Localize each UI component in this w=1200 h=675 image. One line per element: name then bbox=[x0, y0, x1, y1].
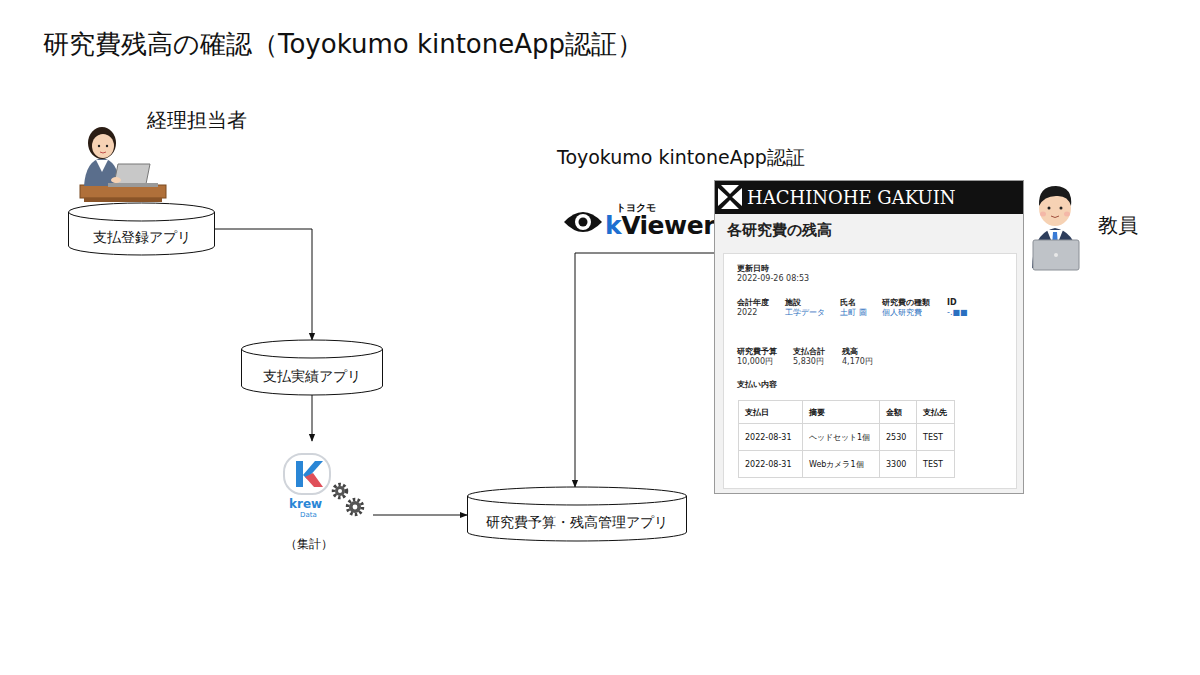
flow-arrow bbox=[373, 515, 467, 516]
field-name: 会計年度 bbox=[737, 298, 769, 308]
text-holder: 支払実績アプリ bbox=[241, 358, 383, 395]
school-name: HACHINOHE GAKUIN bbox=[747, 187, 956, 208]
logo-text: krew bbox=[289, 497, 322, 511]
table-header: 支払日 bbox=[738, 400, 803, 424]
school-logo bbox=[715, 181, 745, 214]
diagram-title: 研究費残高の確認（Toyokumo kintoneApp認証） bbox=[43, 27, 643, 62]
logo-text: Data bbox=[300, 511, 317, 519]
section-label: Toyokumo kintoneApp認証 bbox=[557, 146, 805, 169]
tool-caption: （集計） bbox=[285, 536, 333, 553]
field-name: 研究費予算 bbox=[737, 347, 777, 357]
app-name: 支払登録アプリ bbox=[93, 229, 191, 247]
field-name: 更新日時 bbox=[737, 264, 769, 274]
person-label: 経理担当者 bbox=[147, 108, 247, 132]
hair bbox=[88, 127, 116, 159]
table-header: 摘要 bbox=[802, 400, 880, 424]
laptop-base bbox=[108, 183, 158, 187]
field-name: 氏名 bbox=[840, 298, 856, 308]
field-value: -.■■ bbox=[947, 308, 968, 318]
field-name: 施設 bbox=[785, 298, 801, 308]
field-value: 4,170円 bbox=[842, 357, 873, 367]
table-cell: 3300 bbox=[879, 450, 917, 478]
hair bbox=[1039, 186, 1071, 206]
desk-edge bbox=[84, 198, 162, 202]
field-name: ID bbox=[947, 298, 957, 308]
table-cell: TEST bbox=[916, 423, 955, 451]
app-database: 支払登録アプリ bbox=[68, 203, 215, 255]
app-database: 研究費予算・残高管理アプリ bbox=[467, 487, 687, 541]
field-value: 5,830円 bbox=[793, 357, 824, 367]
table-header: 金額 bbox=[879, 400, 917, 424]
page-heading: 各研究費の残高 bbox=[727, 221, 832, 240]
field-name: 残高 bbox=[842, 347, 858, 357]
fringe bbox=[91, 133, 115, 140]
app-name: 支払実績アプリ bbox=[263, 368, 361, 386]
field-value: 土町 圖 bbox=[840, 308, 867, 318]
flow-arrow bbox=[312, 395, 313, 441]
table-cell: TEST bbox=[916, 450, 955, 478]
text-holder: 研究費予算・残高管理アプリ bbox=[467, 505, 687, 541]
field-name: 研究費の種類 bbox=[882, 298, 930, 308]
field-name: 支払合計 bbox=[793, 347, 825, 357]
field-value: 10,000円 bbox=[737, 357, 773, 367]
app-name: 研究費予算・残高管理アプリ bbox=[486, 514, 668, 532]
table-cell: ヘッドセット1個 bbox=[802, 423, 880, 451]
field-value: 個人研究費 bbox=[882, 308, 922, 318]
text-holder: 支払登録アプリ bbox=[68, 221, 215, 255]
table-header: 支払先 bbox=[916, 400, 955, 424]
face bbox=[92, 134, 114, 158]
collar bbox=[96, 160, 108, 172]
field-value: 2022-09-26 08:53 bbox=[737, 274, 809, 284]
table-cell: 2022-08-31 bbox=[738, 423, 803, 451]
krewdata-tool: krewData（集計） bbox=[283, 453, 373, 519]
field-name: 支払い内容 bbox=[737, 380, 777, 390]
field-value: 2022 bbox=[737, 308, 757, 318]
laptop bbox=[1033, 240, 1079, 270]
flow-arrow bbox=[215, 229, 312, 340]
logo-text: kViewer bbox=[605, 211, 715, 240]
person-label: 教員 bbox=[1098, 213, 1138, 237]
table-cell: Webカメラ1個 bbox=[802, 450, 880, 478]
field-value: 工学データ bbox=[785, 308, 825, 318]
table-cell: 2022-08-31 bbox=[738, 450, 803, 478]
kviewer-logo: トヨクモkViewer bbox=[562, 198, 712, 246]
flow-arrow bbox=[575, 253, 714, 487]
table-cell: 2530 bbox=[879, 423, 917, 451]
teacher-figure bbox=[1032, 186, 1079, 270]
accountant-figure bbox=[80, 127, 166, 202]
app-database: 支払実績アプリ bbox=[241, 340, 383, 395]
body bbox=[84, 158, 120, 186]
